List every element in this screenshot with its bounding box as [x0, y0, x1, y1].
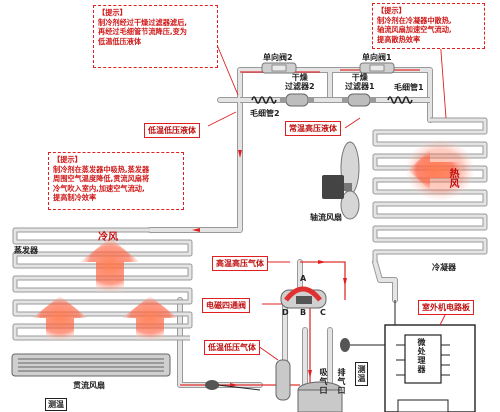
callout-normal-temp-high-pressure-liquid: 常温高压液体 — [285, 121, 341, 136]
check-valve-1 — [359, 62, 395, 74]
pipe-network — [147, 67, 433, 403]
accumulator — [275, 359, 291, 401]
flow-arrow — [318, 260, 326, 264]
label-port-c: C — [320, 308, 326, 317]
label-evaporator: 蒸发器 — [14, 246, 38, 255]
label-dryer-filter-2: 干燥 过滤器2 — [285, 73, 315, 91]
compressor — [297, 381, 343, 412]
dryer-filter-2 — [280, 93, 314, 107]
cross-flow-fan — [11, 353, 171, 377]
flow-arrow — [230, 383, 238, 387]
sensor-wires — [217, 300, 396, 391]
tip-title: 【提示】 — [98, 8, 127, 17]
label-port-a: A — [300, 274, 307, 283]
temperature-sensor-right — [340, 338, 350, 352]
label-cold-air: 冷风 — [98, 232, 118, 243]
callout-outdoor-board: 室外机电路板 — [418, 300, 474, 315]
tip-body: 制冷剂在蒸发器中吸热,蒸发器 周围空气温度降低,贯流风扇将 冷气吹入室内,加速空… — [53, 164, 150, 203]
label-condenser: 冷凝器 — [432, 263, 456, 272]
tip-title: 【提示】 — [377, 6, 406, 15]
axial-fan — [322, 141, 360, 220]
label-check-valve-1: 单向阀1 — [362, 53, 392, 62]
outdoor-circuit-board — [384, 324, 476, 412]
capillary-tube-2 — [251, 96, 277, 104]
label-axial-fan: 轴流风扇 — [310, 213, 342, 222]
label-discharge-port: 排气口 — [337, 368, 346, 395]
label-microprocessor: 微处理器 — [417, 338, 426, 374]
heat-arrow — [406, 140, 474, 200]
label-cross-flow-fan: 贯流风扇 — [73, 381, 105, 390]
label-port-b: B — [300, 308, 307, 317]
label-temp-sensor-left: 测温 — [45, 398, 67, 411]
callout-solenoid-four-way-valve: 电磁四通阀 — [202, 298, 250, 313]
label-heat: 热风 — [447, 168, 458, 188]
callout-low-temp-low-pressure-gas: 低温低压气体 — [204, 340, 260, 355]
temperature-sensor-left — [205, 380, 219, 390]
label-capillary-2: 毛细管2 — [250, 109, 280, 118]
callout-high-temp-high-pressure-gas: 高温高压气体 — [212, 256, 268, 271]
label-port-d: D — [282, 308, 289, 317]
label-suction-port: 吸气口 — [319, 368, 328, 395]
flow-arrow — [343, 278, 347, 286]
four-way-valve — [280, 286, 327, 309]
tip-body: 制冷剂经过干燥过滤器滤后, 再经过毛细管节流降压,变为 低温低压液体 — [98, 17, 187, 46]
flow-arrow — [308, 370, 312, 378]
dryer-filter-1 — [342, 93, 376, 107]
callout-low-temp-low-pressure-liquid: 低温低压液体 — [144, 123, 200, 138]
label-check-valve-2: 单向阀2 — [263, 53, 293, 62]
capillary-tube-1 — [387, 96, 413, 104]
label-dryer-filter-1: 干燥 过滤器1 — [345, 73, 375, 91]
tip-box-evaporator: 【提示】 制冷剂在蒸发器中吸热,蒸发器 周围空气温度降低,贯流风扇将 冷气吹入室… — [48, 152, 184, 210]
label-temp-sensor-right: 测温 — [355, 362, 368, 386]
tip-box-condenser: 【提示】 制冷剂在冷凝器中散热, 轴流风扇加速空气流动, 提高散热效率 — [372, 3, 485, 49]
tip-body: 制冷剂在冷凝器中散热, 轴流风扇加速空气流动, 提高散热效率 — [377, 15, 452, 44]
tip-title: 【提示】 — [53, 155, 82, 164]
flow-arrow — [192, 228, 200, 232]
tip-box-capillary: 【提示】 制冷剂经过干燥过滤器滤后, 再经过毛细管节流降压,变为 低温低压液体 — [93, 5, 218, 68]
check-valve-2 — [261, 62, 297, 74]
label-capillary-1: 毛细管1 — [394, 83, 424, 92]
cold-air-arrows — [32, 238, 178, 340]
flow-arrow — [238, 150, 242, 158]
